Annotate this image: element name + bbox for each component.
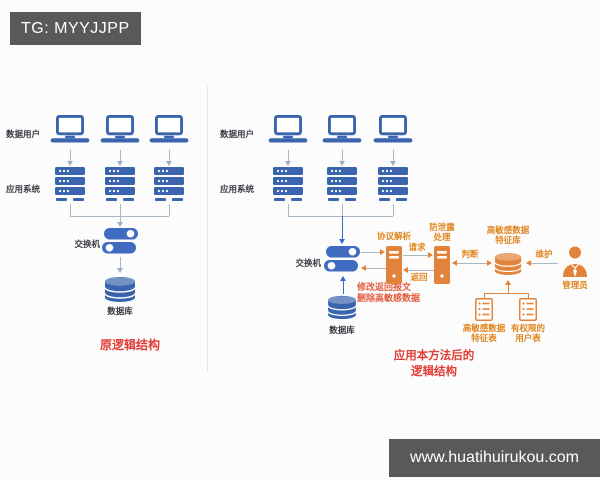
connector	[120, 150, 121, 161]
right-switch-label: 交换机	[295, 258, 321, 268]
app-server-icon	[154, 167, 184, 201]
connector	[343, 281, 344, 294]
laptop-icon	[149, 115, 189, 144]
app-server-icon	[55, 167, 85, 201]
connector	[408, 270, 434, 271]
watermark-top-banner: TG: MYYJJPP	[10, 12, 141, 45]
modify-return-note: 修改返回报文 删除高敏感数据	[357, 282, 421, 303]
right-apps-label: 应用系统	[220, 184, 255, 194]
laptop-icon	[100, 115, 140, 144]
connector	[120, 204, 121, 216]
judge-label: 判断	[461, 249, 479, 259]
app-server-icon	[273, 167, 303, 201]
left-apps-label: 应用系统	[6, 184, 41, 194]
connector	[366, 268, 386, 269]
protocol-server-icon	[386, 246, 402, 284]
left-db-label: 数据库	[107, 306, 133, 316]
switch-icon	[324, 246, 360, 272]
connector	[361, 252, 381, 253]
laptop-icon	[50, 115, 90, 144]
connector	[288, 204, 289, 216]
arrowhead-down	[116, 222, 123, 227]
feature-db-label: 高敏感数据 特征库	[486, 225, 530, 245]
arrowhead-left	[452, 259, 457, 266]
connector	[528, 293, 529, 298]
connector	[457, 263, 488, 264]
connector	[393, 204, 394, 216]
feature-database-icon	[494, 250, 522, 278]
app-server-icon	[378, 167, 408, 201]
laptop-icon	[322, 115, 362, 144]
return-label: 返回	[410, 272, 428, 282]
connector	[169, 150, 170, 161]
connector	[393, 150, 394, 161]
arrowhead-left	[361, 264, 366, 271]
connector	[531, 263, 558, 264]
divider-line	[207, 86, 208, 372]
leak-prevention-server-label: 防泄露 处理	[429, 222, 455, 242]
left-users-label: 数据用户	[6, 129, 41, 139]
connector	[484, 293, 485, 298]
arrowhead-down	[116, 161, 123, 166]
arrowhead-down	[165, 161, 172, 166]
connector	[70, 204, 71, 216]
switch-icon	[102, 228, 138, 254]
arrowhead-left	[526, 259, 531, 266]
request-label: 请求	[408, 242, 426, 252]
leak-prevention-server-icon	[434, 246, 450, 284]
connector	[288, 216, 393, 217]
connector	[120, 257, 121, 269]
laptop-icon	[268, 115, 308, 144]
connector	[169, 204, 170, 216]
arrowhead-down	[389, 161, 396, 166]
protocol-server-label: 协议解析	[376, 231, 411, 241]
connector	[508, 285, 509, 293]
right-diagram-title: 应用本方法后的 逻辑结构	[393, 350, 475, 378]
app-server-icon	[327, 167, 357, 201]
connector	[288, 150, 289, 161]
right-db-label: 数据库	[329, 325, 355, 335]
arrowhead-up	[339, 276, 346, 281]
maintain-label: 维护	[535, 249, 553, 259]
left-switch-label: 交换机	[74, 239, 100, 249]
arrowhead-left	[403, 266, 408, 273]
watermark-bottom-banner: www.huatihuirukou.com	[389, 439, 600, 477]
arrowhead-right	[428, 251, 433, 258]
feature-table-icon	[475, 298, 493, 321]
user-table-icon	[519, 298, 537, 321]
database-icon	[104, 276, 136, 303]
arrowhead-down	[116, 268, 123, 273]
database-icon	[327, 295, 357, 320]
connector	[403, 255, 429, 256]
connector	[484, 293, 528, 294]
admin-label: 管理员	[562, 280, 588, 290]
connector	[342, 216, 343, 240]
app-server-icon	[105, 167, 135, 201]
arrowhead-down	[338, 239, 345, 244]
connector	[342, 204, 343, 216]
connector	[70, 150, 71, 161]
admin-person-icon	[562, 246, 588, 278]
arrowhead-down	[338, 161, 345, 166]
feature-table-label: 高敏感数据 特征表	[462, 323, 506, 343]
arrowhead-right	[487, 259, 492, 266]
arrowhead-right	[380, 248, 385, 255]
arrowhead-up	[504, 280, 511, 285]
connector	[70, 216, 169, 217]
connector	[120, 216, 121, 223]
user-table-label: 有权限的 用户表	[510, 323, 545, 343]
laptop-icon	[373, 115, 413, 144]
connector	[342, 150, 343, 161]
right-users-label: 数据用户	[220, 129, 255, 139]
left-diagram-title: 原逻辑结构	[99, 338, 160, 352]
arrowhead-down	[66, 161, 73, 166]
arrowhead-down	[284, 161, 291, 166]
